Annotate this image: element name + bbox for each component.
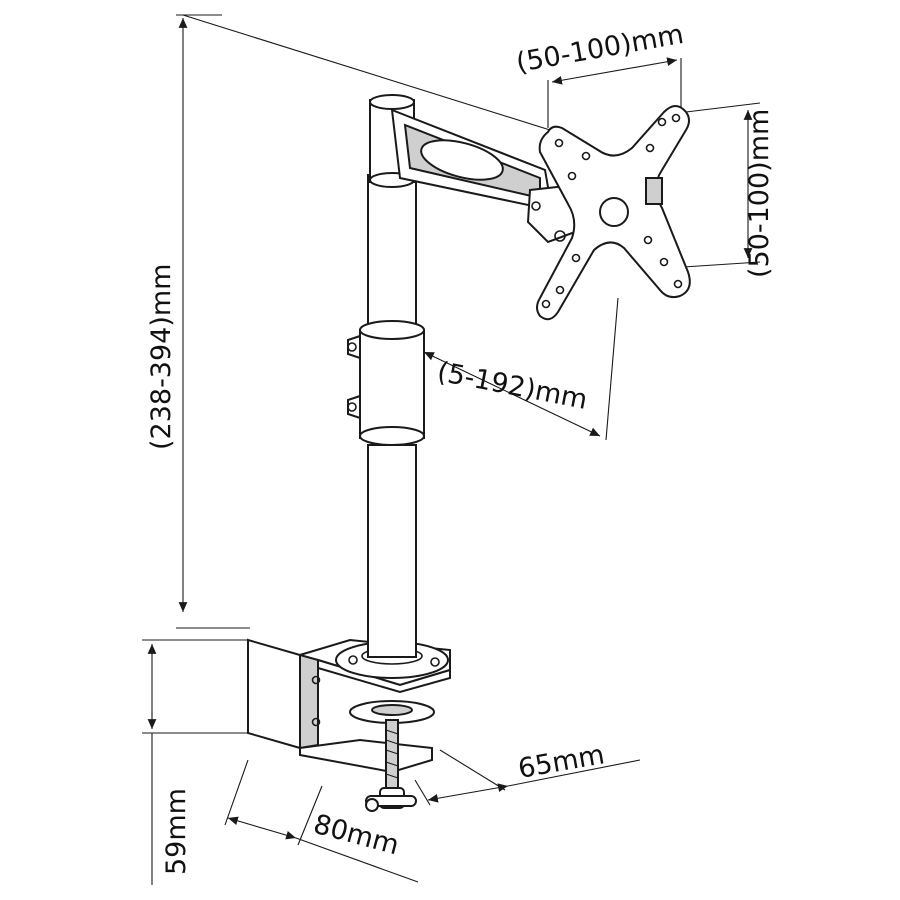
vesa-horizontal-dimension: (50-100)mm	[514, 19, 686, 128]
height-dimension-label: (238-394)mm	[146, 264, 177, 450]
vesa-plate	[536, 105, 691, 321]
reach-label: (5-192)mm	[435, 356, 590, 415]
arm	[390, 108, 576, 244]
reach-dimension: (5-192)mm	[414, 297, 619, 441]
clamp-width-dimension: 65mm	[414, 739, 641, 806]
pole	[347, 94, 425, 658]
clamp-height-dimension: 59mm	[142, 639, 248, 885]
height-dimension: (238-394)mm	[146, 14, 551, 629]
vesa-vertical-dimension: (50-100)mm	[667, 102, 775, 278]
vesa-vertical-label: (50-100)mm	[744, 109, 775, 278]
desk-clamp	[247, 638, 451, 812]
clamp-height-label: 59mm	[161, 788, 192, 875]
vesa-horizontal-label: (50-100)mm	[514, 19, 686, 79]
clamp-depth-label: 80mm	[310, 809, 402, 861]
clamp-width-label: 65mm	[516, 739, 607, 785]
